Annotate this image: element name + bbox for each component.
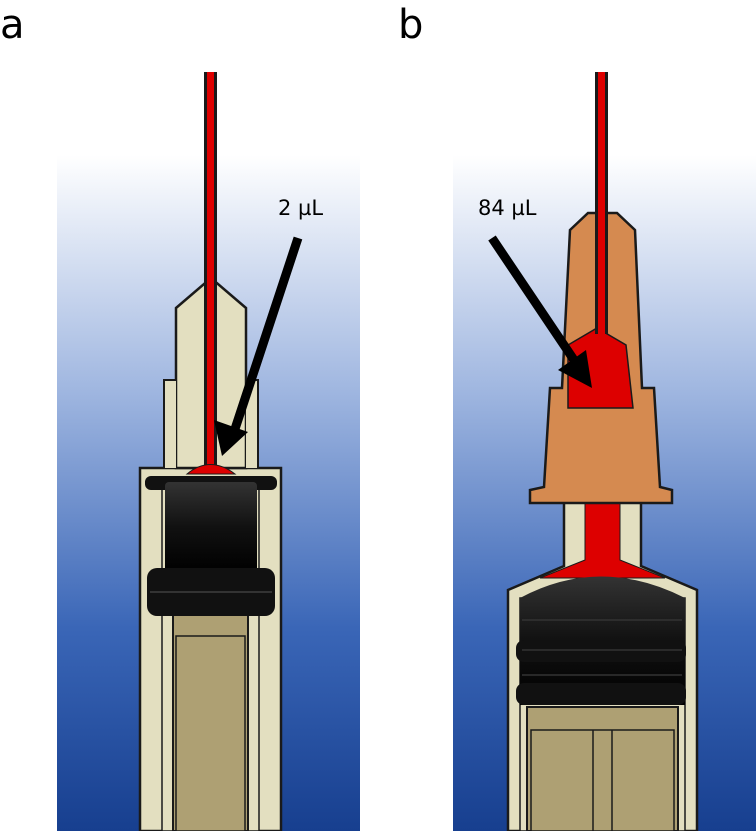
panel-a-needle-liquid bbox=[207, 72, 214, 472]
panel-b-needle-liquid bbox=[598, 72, 605, 334]
panel-a: 2 µL a bbox=[0, 2, 360, 831]
panel-b-letter: b bbox=[398, 2, 423, 48]
panel-b-volume-label: 84 µL bbox=[478, 196, 537, 220]
panel-a-letter: a bbox=[0, 2, 25, 48]
panel-b-plunger-tip bbox=[516, 576, 686, 705]
panel-a-volume-label: 2 µL bbox=[278, 196, 323, 220]
panel-b: 84 µL b bbox=[398, 2, 756, 831]
panel-a-dead-volume bbox=[185, 464, 237, 475]
arrow-icon bbox=[214, 236, 303, 456]
arrow-icon bbox=[488, 235, 592, 388]
panel-a-plunger-tip bbox=[145, 476, 277, 616]
